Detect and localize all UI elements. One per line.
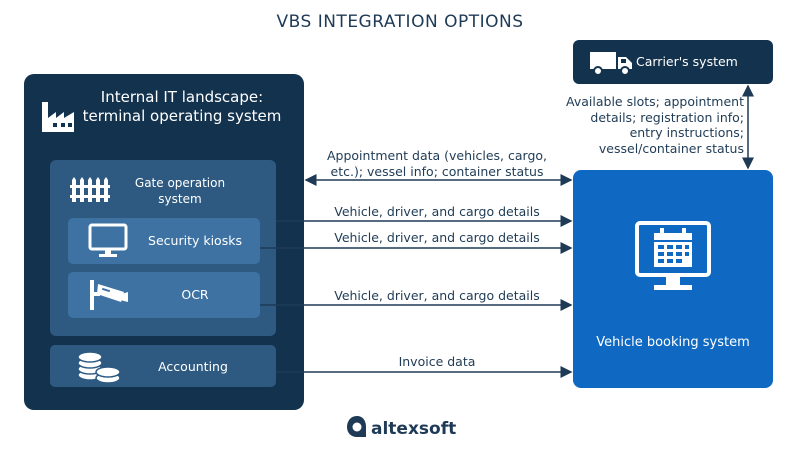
security-kiosks-label: Security kiosks (148, 233, 242, 248)
gate-details-label: Vehicle, driver, and cargo details (334, 204, 540, 219)
ocr-details-label: Vehicle, driver, and cargo details (334, 288, 540, 303)
calendar-screen-icon (634, 220, 712, 300)
altexsoft-logo-icon (345, 414, 369, 444)
carrier-data-label: Available slots; appointment details; re… (566, 94, 744, 156)
monitor-icon (88, 223, 128, 263)
appointment-data-label: Appointment data (vehicles, cargo, etc.)… (326, 148, 548, 179)
factory-icon (40, 100, 76, 138)
kiosk-details-label: Vehicle, driver, and cargo details (334, 230, 540, 245)
camera-icon (88, 278, 130, 316)
accounting-label: Accounting (158, 359, 228, 374)
ocr-label: OCR (181, 287, 209, 302)
internal-it-title: Internal IT landscape: terminal operatin… (82, 88, 282, 125)
invoice-data-label: Invoice data (398, 354, 476, 369)
coins-icon (76, 349, 122, 389)
truck-icon (589, 49, 633, 81)
fence-icon (70, 176, 110, 208)
diagram-title: VBS INTEGRATION OPTIONS (276, 12, 524, 32)
vehicle-booking-system-label: Vehicle booking system (596, 335, 750, 350)
brand-name: altexsoft (371, 419, 457, 439)
carrier-system-label: Carrier's system (636, 54, 738, 69)
gate-operation-title: Gate operation system (134, 176, 226, 206)
